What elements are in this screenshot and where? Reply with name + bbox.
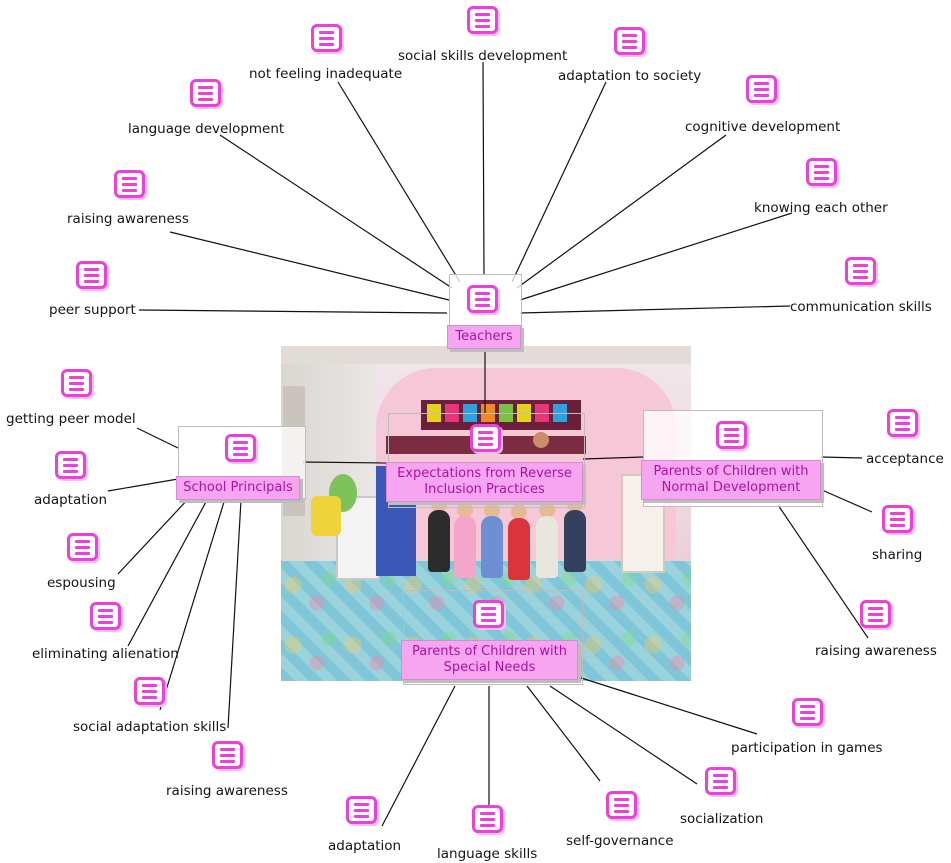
note-icon[interactable] [67,533,98,561]
note-icon[interactable] [55,451,86,479]
leaf-getting-peer-model: getting peer model [6,411,136,427]
connector-line [219,134,453,289]
connector-line [519,212,793,301]
note-icon[interactable] [134,677,165,705]
connector-line [519,305,791,314]
connector-line [820,456,863,459]
connector-line [302,461,389,464]
central-node[interactable]: Expectations from Reverse Inclusion Prac… [386,462,583,502]
note-icon[interactable] [90,602,121,630]
leaf-sharing: sharing [872,547,923,563]
connector-line [127,499,208,647]
connector-line [117,496,191,575]
note-icon[interactable] [190,79,221,107]
parents-normal-note-icon[interactable] [716,421,747,449]
central-label-line1: Expectations from Reverse [397,466,572,481]
leaf-peer-support: peer support [49,302,136,318]
note-icon[interactable] [467,6,498,34]
note-icon[interactable] [76,261,107,289]
leaf-self-governance: self-governance [566,833,674,849]
connector-line [821,489,873,513]
leaf-raising-awareness: raising awareness [166,783,288,799]
connector-line [159,501,225,711]
leaf-communication-skills: communication skills [790,299,932,315]
note-icon[interactable] [792,698,823,726]
connector-line [337,81,461,283]
parents-special-frame [403,590,583,685]
note-icon[interactable] [114,170,145,198]
leaf-language-development: language development [128,121,285,137]
parents-special-label-line2: Special Needs [443,660,536,675]
central-frame [388,413,585,508]
parents-special-note-icon[interactable] [473,600,504,628]
connector-line [482,61,485,275]
connector-line [582,456,644,460]
leaf-acceptance: acceptance [866,451,944,467]
central-label-line2: Inclusion Practices [424,482,545,497]
leaf-social-skills-development: social skills development [398,48,568,64]
leaf-raising-awareness: raising awareness [815,643,937,659]
note-icon[interactable] [860,600,891,628]
leaf-espousing: espousing [47,575,116,591]
note-icon[interactable] [614,27,645,55]
note-icon[interactable] [882,505,913,533]
connector-line [107,478,179,492]
note-icon[interactable] [705,767,736,795]
connector-line [138,309,448,314]
connector-line [549,685,698,785]
note-icon[interactable] [606,791,637,819]
leaf-raising-awareness: raising awareness [67,211,189,227]
leaf-language-skills: language skills [437,846,538,862]
parents-special-node[interactable]: Parents of Children with Special Needs [401,640,578,680]
connector-line [169,231,450,301]
note-icon[interactable] [746,75,777,103]
leaf-adaptation: adaptation [328,838,402,854]
connector-line [777,504,869,639]
parents-normal-label-line2: Normal Development [661,480,801,495]
note-icon[interactable] [472,805,503,833]
note-icon[interactable] [887,409,918,437]
connector-line [516,134,727,289]
parents-normal-node[interactable]: Parents of Children with Normal Developm… [641,460,821,500]
connector-line [574,675,758,735]
teachers-note-icon[interactable] [467,285,498,313]
note-icon[interactable] [311,24,342,52]
note-icon[interactable] [806,158,837,186]
leaf-adaptation: adaptation [34,492,108,508]
note-icon[interactable] [61,369,92,397]
note-icon[interactable] [845,257,876,285]
teachers-label: Teachers [455,329,513,344]
connector-line [227,499,242,729]
leaf-knowing-each-other: knowing each other [754,200,888,216]
leaf-adaptation-to-society: adaptation to society [558,68,702,84]
parents-special-label-line1: Parents of Children with [412,644,567,659]
leaf-socialization: socialization [680,811,764,827]
school-principals-label: School Principals [183,480,293,495]
teachers-node[interactable]: Teachers [447,325,521,349]
connector-line [136,427,179,449]
note-icon[interactable] [212,741,243,769]
school-principals-note-icon[interactable] [225,434,256,462]
note-icon[interactable] [346,796,377,824]
school-principals-node[interactable]: School Principals [176,476,300,500]
connector-line [526,685,601,782]
leaf-participation-in-games: participation in games [731,740,883,756]
connector-line [381,685,456,827]
leaf-cognitive-development: cognitive development [685,119,841,135]
classroom-photo [281,346,691,681]
parents-normal-label-line1: Parents of Children with [653,464,809,479]
connector-line [511,81,607,283]
leaf-eliminating-alienation: eliminating alienation [32,646,179,662]
leaf-not-feeling-inadequate: not feeling inadequate [249,66,403,82]
central-note-icon[interactable] [470,424,501,452]
leaf-social-adaptation-skills: social adaptation skills [73,719,227,735]
